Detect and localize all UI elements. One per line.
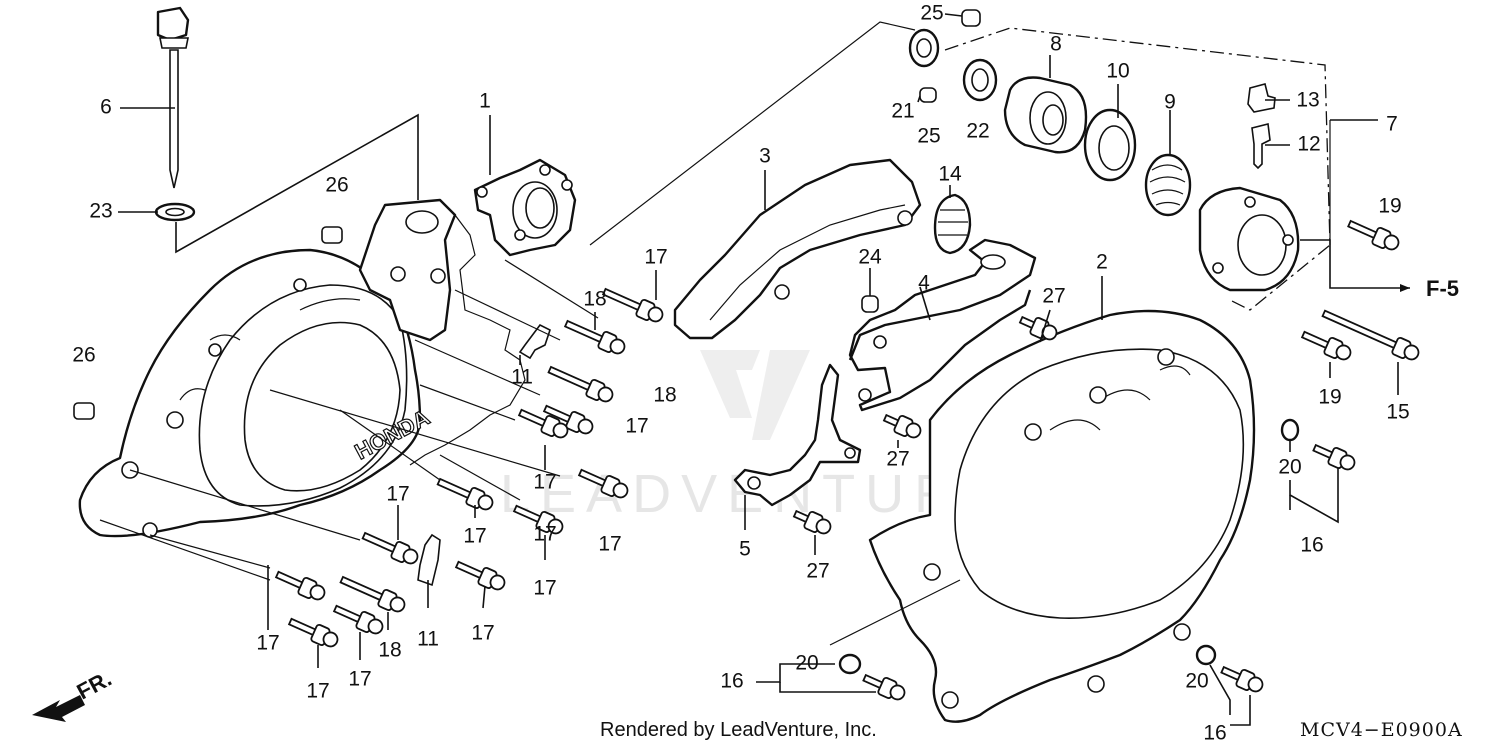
part-12-bleeder-screw xyxy=(1251,123,1271,170)
callout-part-26-upper: 26 xyxy=(325,174,348,197)
callout-part-17-h: 17 xyxy=(471,622,494,645)
callout-part-20-bottom-mid: 20 xyxy=(795,652,818,675)
callout-part-17-f: 17 xyxy=(598,533,621,556)
callout-part-14: 14 xyxy=(938,163,962,186)
callout-part-27-b: 27 xyxy=(886,448,909,471)
part-2-outer-cover xyxy=(868,309,1256,723)
reference-arrow: F-5 xyxy=(1400,276,1459,301)
part-21-link-line xyxy=(589,21,916,246)
callout-part-17-k: 17 xyxy=(306,680,329,703)
callout-part-19-a: 19 xyxy=(1378,195,1401,218)
callout-part-16-bottom-right: 16 xyxy=(1203,722,1226,745)
callout-part-19-b: 19 xyxy=(1318,386,1341,409)
callout-part-27-a: 27 xyxy=(1042,285,1065,308)
front-direction-arrow: FR. xyxy=(32,666,116,722)
callout-part-18-a: 18 xyxy=(583,288,606,311)
callout-part-26-lower: 26 xyxy=(72,344,95,367)
part-25-collar-lower xyxy=(919,87,937,103)
callout-part-17-e: 17 xyxy=(463,525,486,548)
callout-part-8: 8 xyxy=(1050,33,1062,56)
footer-credit: Rendered by LeadVenture, Inc. xyxy=(600,719,877,741)
part-25-collar-upper xyxy=(961,9,981,27)
part-4-bracket xyxy=(848,238,1037,412)
callout-part-17-b: 17 xyxy=(625,415,648,438)
leader-lines xyxy=(118,13,1410,726)
part-2-link-line xyxy=(829,579,961,646)
callout-part-25-lower: 25 xyxy=(917,125,940,148)
alignment-lines-left xyxy=(99,259,599,581)
part-8-drum xyxy=(1003,76,1088,154)
callout-part-20-right: 20 xyxy=(1278,456,1301,479)
gasket-outline xyxy=(409,214,526,466)
callout-part-9: 9 xyxy=(1164,91,1176,114)
oil-filler-boss xyxy=(358,198,457,342)
callout-part-10: 10 xyxy=(1106,60,1129,83)
part-22-seal xyxy=(962,58,998,102)
callout-part-2: 2 xyxy=(1096,251,1108,274)
callout-part-11-lower: 11 xyxy=(417,628,439,651)
part-5-stay xyxy=(733,363,862,507)
callout-part-17-i: 17 xyxy=(256,632,279,655)
callout-part-17-j: 17 xyxy=(348,668,371,691)
callout-part-17-l: 17 xyxy=(533,523,556,546)
callout-part-16-right: 16 xyxy=(1300,534,1323,557)
part-10-bearing-ring xyxy=(1083,108,1137,182)
part-14-grommet xyxy=(933,193,972,255)
callout-part-16-bottom-mid: 16 xyxy=(720,670,743,693)
callout-part-18-b: 18 xyxy=(653,384,676,407)
callout-part-11-upper: 11 xyxy=(511,366,533,389)
part-26-dowel-lower xyxy=(73,402,95,420)
callout-part-6: 6 xyxy=(100,96,112,119)
callout-part-17-c: 17 xyxy=(533,471,556,494)
callout-labels: 1 2 3 4 5 6 7 8 9 10 11 11 12 13 14 15 1… xyxy=(72,2,1409,745)
part-6-dipstick xyxy=(156,6,190,189)
callout-part-20-bottom-right: 20 xyxy=(1185,670,1208,693)
callout-part-5: 5 xyxy=(739,538,751,561)
part-9-spring xyxy=(1144,153,1192,217)
callout-part-17-a: 17 xyxy=(644,246,667,269)
part-20-washer-right xyxy=(1280,418,1300,442)
left-crankcase-cover: HONDA xyxy=(78,248,434,538)
callout-part-22: 22 xyxy=(966,120,989,143)
part-20-washer-bottom-mid xyxy=(838,653,862,675)
part-3-cover-plate xyxy=(673,158,922,340)
callout-part-15: 15 xyxy=(1386,401,1409,424)
callout-part-13: 13 xyxy=(1296,89,1319,112)
part-11-clip-lower xyxy=(417,533,441,587)
diagram-code: MCV4−E0900A xyxy=(1300,719,1463,741)
callout-part-17-d: 17 xyxy=(386,483,409,506)
callout-part-23: 23 xyxy=(89,200,112,223)
callout-part-3: 3 xyxy=(759,145,771,168)
part-13-bleeder xyxy=(1247,83,1276,113)
part-23-washer xyxy=(154,202,196,222)
part-11-clip-upper xyxy=(518,323,551,360)
bolts-right-group xyxy=(792,219,1420,701)
callout-part-27-c: 27 xyxy=(806,560,829,583)
callout-part-18-c: 18 xyxy=(378,639,401,662)
part-26-dowel-upper xyxy=(321,226,343,244)
callout-part-25-upper: 25 xyxy=(920,2,943,25)
callout-part-21: 21 xyxy=(891,100,914,123)
callout-part-12: 12 xyxy=(1297,133,1320,156)
part-1-housing xyxy=(473,158,577,257)
reference-label: F-5 xyxy=(1426,276,1459,301)
callout-part-4: 4 xyxy=(918,272,930,295)
callout-part-17-g: 17 xyxy=(533,577,556,600)
part-7-caliper-body xyxy=(1198,186,1300,292)
callout-part-24: 24 xyxy=(858,246,882,269)
callout-part-1: 1 xyxy=(479,90,491,113)
bolts-left-group xyxy=(274,287,664,648)
part-21-bearing xyxy=(908,28,940,68)
part-20-washer-bottom-right xyxy=(1195,644,1217,666)
part-7-assembly-frame xyxy=(944,27,1331,311)
callout-part-7: 7 xyxy=(1386,113,1398,136)
